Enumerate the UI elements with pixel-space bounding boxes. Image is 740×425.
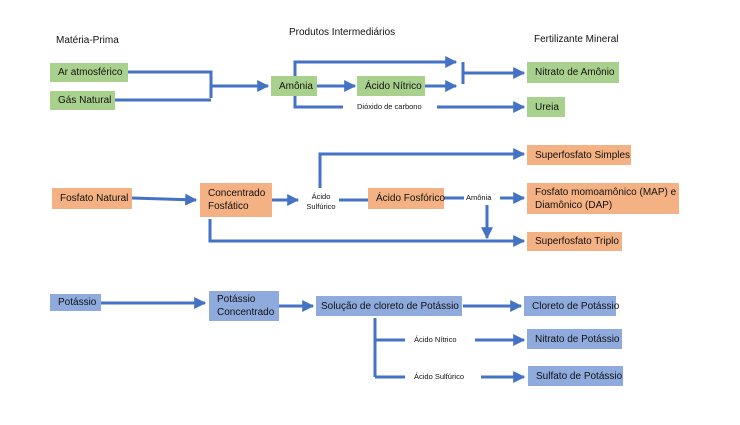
- header-raw-material: Matéria-Prima: [56, 35, 119, 46]
- node-nitric-acid: Ácido Nítrico: [357, 76, 425, 96]
- header-intermediates: Produtos Intermediários: [289, 27, 396, 38]
- node-ammonium-nitrate: Nitrato de Amônio: [527, 62, 619, 83]
- node-phosphoric-acid: Ácido Fosfórico: [368, 188, 445, 209]
- node-single-superphosphate: Superfosfato Simples: [527, 145, 631, 165]
- node-potassium: Potássio: [50, 294, 101, 311]
- connector-ammonia-bottom: [293, 96, 343, 109]
- node-map-dap-line2: Diamônico (DAP): [535, 199, 613, 211]
- label-nitric-acid: Ácido Nítrico: [414, 335, 457, 345]
- label-sulfuric-line1: Ácido: [311, 192, 331, 201]
- node-urea: Ureia: [527, 97, 565, 117]
- node-phosphate-concentrate-line1: Concentrado: [208, 188, 266, 199]
- node-natural-gas: Gás Natural: [50, 91, 115, 110]
- label-co2: Dióxido de carbono: [357, 102, 422, 112]
- node-potassium-concentrate-line1: Potássio: [217, 294, 256, 305]
- node-potassium-chloride-solution: Solução de cloreto de Potássio: [316, 296, 462, 316]
- node-map-dap-line1: Fosfato momoamônico (MAP) e: [535, 186, 677, 198]
- node-triple-superphosphate: Superfosfato Triplo: [527, 232, 622, 251]
- node-potassium-concentrate: Potássio Concentrado: [209, 291, 279, 321]
- node-map-dap: Fosfato momoamônico (MAP) e Diamônico (D…: [527, 183, 679, 214]
- node-potassium-chloride: Cloreto de Potássio: [524, 296, 619, 316]
- connector-air: [128, 70, 213, 98]
- node-potassium-nitrate: Nitrato de Potássio: [527, 329, 622, 349]
- connector-sulfuric-single: [318, 148, 526, 188]
- connector-natural-concentrate: [131, 193, 198, 206]
- node-air: Ar atmosférico: [50, 63, 128, 82]
- label-ammonia: Amônia: [466, 193, 492, 203]
- label-sulfuric-acid-k: Ácido Sulfúrico: [414, 372, 465, 382]
- node-phosphate-concentrate-line2: Fosfático: [208, 201, 249, 212]
- node-ammonia: Amônia: [271, 76, 317, 96]
- node-natural-phosphate: Fosfato Natural: [52, 188, 132, 209]
- connector-ammonia-top: [293, 56, 458, 76]
- node-potassium-concentrate-line2: Concentrado: [217, 307, 275, 318]
- node-potassium-sulfate: Sulfato de Potássio: [528, 366, 623, 386]
- label-sulfuric-line2: Sulfúrico: [306, 202, 336, 211]
- label-sulfuric-acid: Ácido Sulfúrico: [303, 192, 339, 212]
- node-phosphate-concentrate: Concentrado Fosfático: [200, 183, 272, 217]
- connector-concentrate-triple: [208, 219, 526, 247]
- header-fertilizer: Fertilizante Mineral: [534, 34, 619, 45]
